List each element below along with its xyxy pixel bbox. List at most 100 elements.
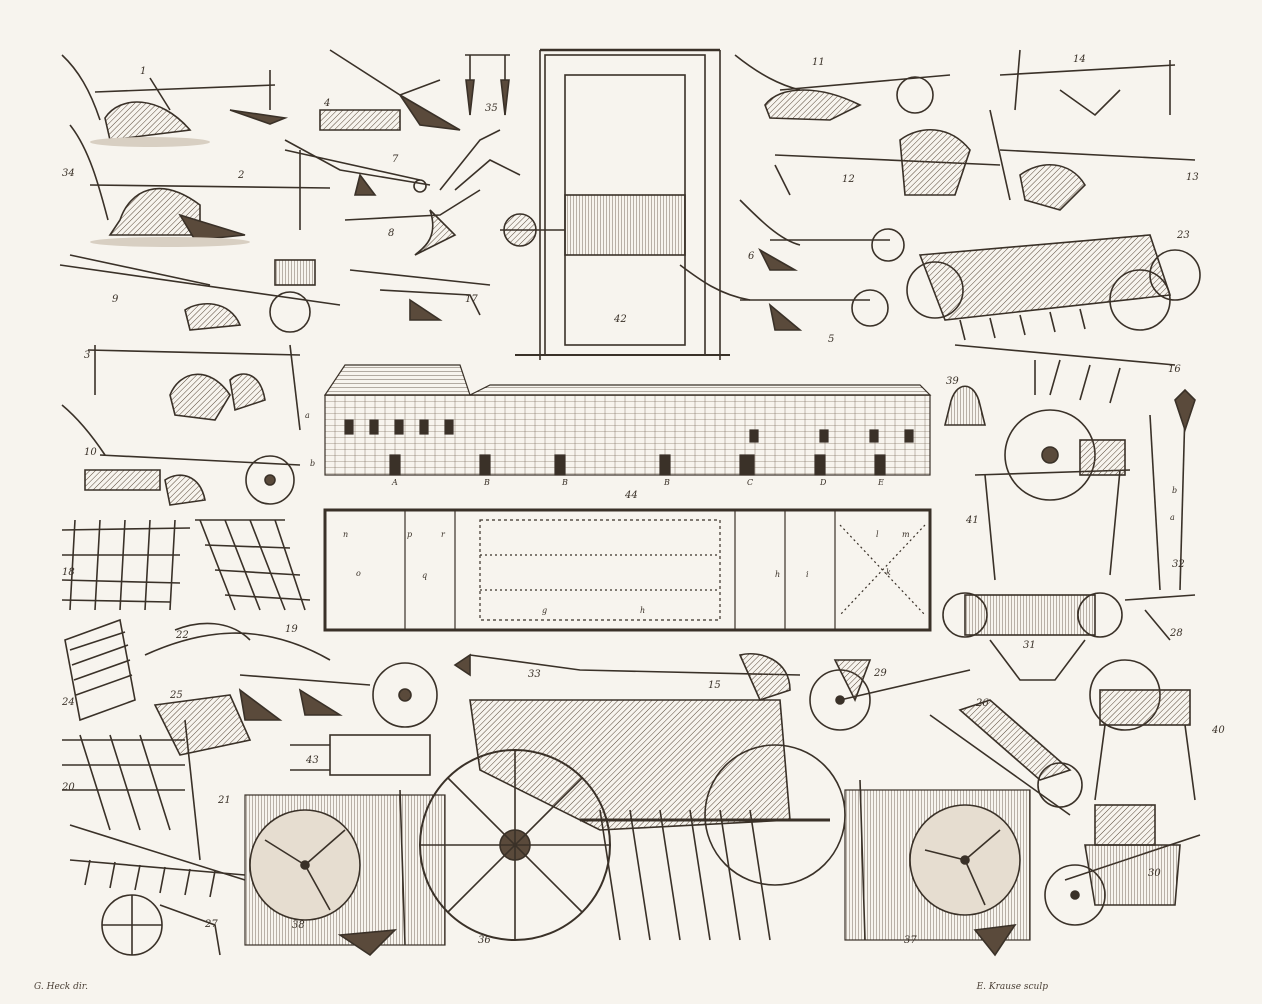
figure-number-44: 44 <box>624 490 638 501</box>
plan-letter-5: q <box>422 571 427 580</box>
figure-number-9: 9 <box>112 294 119 305</box>
figure-number-16: 16 <box>1168 364 1181 375</box>
figure-number-38: 38 <box>292 920 305 931</box>
plan-letter-11: l <box>876 530 879 539</box>
plan-letter-3: r <box>441 530 446 539</box>
plough-8 <box>345 160 520 255</box>
hoe-28 <box>1125 595 1195 640</box>
plan-letter-10: k <box>886 568 891 577</box>
building-letter-5: C <box>747 478 753 487</box>
figure-number-14: 14 <box>1073 54 1086 65</box>
plan-letter-9: i <box>806 570 809 579</box>
figure-number-37: 37 <box>904 935 917 946</box>
plough-5 <box>680 265 888 330</box>
plough-3 <box>88 345 300 430</box>
plan-letter-7: h <box>640 606 645 615</box>
figure-number-29: 29 <box>873 668 887 679</box>
plan-letter-2: p <box>407 530 412 539</box>
plough-14 <box>1000 50 1175 115</box>
plough-12 <box>775 130 1000 195</box>
harrow-19 <box>195 520 310 610</box>
figure-number-24: 24 <box>61 697 75 708</box>
building-letter-1: A <box>391 478 398 487</box>
figure-number-10: 10 <box>84 447 97 458</box>
figure-number-4: 4 <box>323 98 330 109</box>
figure-number-5: 5 <box>828 334 834 345</box>
figure-number-2: 2 <box>237 170 244 181</box>
figure-number-6: 6 <box>748 251 755 262</box>
figure-number-15: 15 <box>708 680 721 691</box>
plough-16 <box>955 345 1175 403</box>
figure-number-43: 43 <box>305 755 319 766</box>
figure-number-39: 39 <box>946 376 959 387</box>
figure-number-28: 28 <box>1169 628 1183 639</box>
spade-33 <box>455 655 470 675</box>
part-letter-4: b <box>1172 486 1177 495</box>
plan-letter-8: h <box>775 570 780 579</box>
winnowing-machine-38 <box>245 790 445 955</box>
figure-number-3: 3 <box>84 350 90 361</box>
figure-number-20: 20 <box>61 782 75 793</box>
building-letter-7: E <box>877 478 884 487</box>
plan-letter-1: n <box>343 530 348 539</box>
plough-15 <box>470 654 800 700</box>
figure-number-35: 35 <box>485 103 498 114</box>
plough-1 <box>62 55 285 147</box>
figure-number-34: 34 <box>62 168 75 179</box>
figure-number-22: 22 <box>175 630 189 641</box>
building-letter-4: B <box>663 478 670 487</box>
plough-9 <box>60 255 340 332</box>
building-letter-2: B <box>483 478 490 487</box>
rake-24 <box>65 620 135 720</box>
figure-number-21: 21 <box>217 795 231 806</box>
figure-number-41: 41 <box>965 515 979 526</box>
figure-number-42: 42 <box>613 314 627 325</box>
plough-13 <box>990 110 1195 210</box>
building-letter-3: B <box>561 478 568 487</box>
figure-number-1: 1 <box>140 66 146 77</box>
engraver-credit-left: G. Heck dir. <box>34 982 88 992</box>
plough-10 <box>62 405 300 505</box>
engraver-credit-right: E. Krause sculp <box>977 982 1048 992</box>
chaff-cutter-41 <box>975 410 1130 580</box>
figure-number-13: 13 <box>1186 172 1199 183</box>
seed-box-25 <box>155 695 250 755</box>
figure-number-11: 11 <box>812 57 825 68</box>
figure-number-33: 33 <box>528 669 541 680</box>
figure-number-30: 30 <box>1148 868 1161 879</box>
figure-number-18: 18 <box>62 567 75 578</box>
part-letter-3: a <box>1170 513 1175 522</box>
figure-number-27: 27 <box>204 919 218 930</box>
figure-number-40: 40 <box>1211 725 1225 736</box>
drill-27 <box>102 895 220 955</box>
roller-31 <box>943 593 1122 680</box>
part-letter-1: a <box>305 411 310 420</box>
sheaf-39 <box>945 386 985 425</box>
rake-20 <box>62 735 185 830</box>
figure-number-8: 8 <box>388 228 394 239</box>
plan-letter-12: m <box>902 530 910 539</box>
farm-building-elevation <box>325 365 930 475</box>
figure-number-36: 36 <box>478 935 491 946</box>
figure-number-12: 12 <box>842 174 855 185</box>
figure-number-25: 25 <box>169 690 183 701</box>
chaff-machine-40 <box>1090 660 1195 800</box>
figure-number-23: 23 <box>1176 230 1190 241</box>
plough-6 <box>740 200 904 270</box>
winnowing-machine-37 <box>845 780 1030 955</box>
farm-building-plan <box>325 510 930 630</box>
plough-11 <box>735 55 950 120</box>
building-letter-6: D <box>819 478 827 487</box>
part-letter-2: b <box>310 459 315 468</box>
harrow-18 <box>62 520 190 610</box>
seed-drill-36 <box>420 700 845 940</box>
figure-number-32: 32 <box>1172 559 1185 570</box>
seed-barrow-29 <box>810 660 970 730</box>
figure-number-19: 19 <box>285 624 298 635</box>
figure-number-31: 31 <box>1023 640 1036 651</box>
plough-4 <box>320 50 460 130</box>
